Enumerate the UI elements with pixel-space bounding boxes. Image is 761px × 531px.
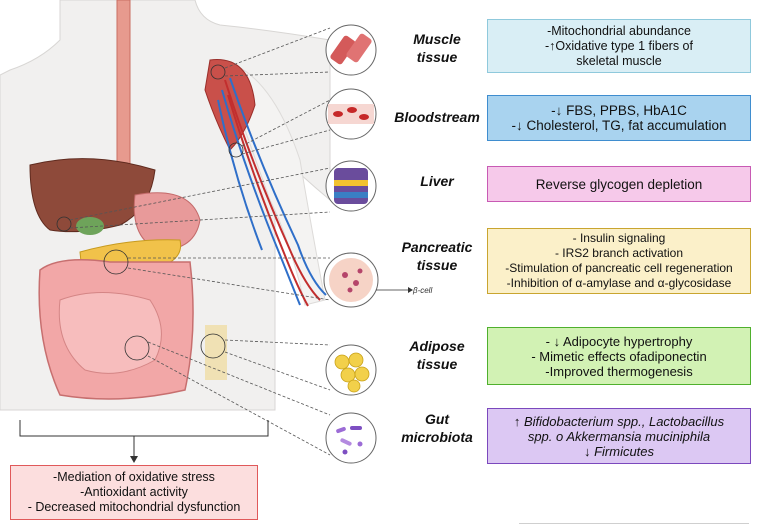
adipose-effects-box: - ↓ Adipocyte hypertrophy - Mimetic effe… <box>487 327 751 385</box>
small-intestine <box>58 292 162 374</box>
bracket <box>19 420 269 437</box>
gut-microbiota-icon <box>325 412 377 464</box>
beta-cell-label: β-cell <box>413 286 433 295</box>
adipose-marker <box>200 333 226 359</box>
label-bloodstream: Bloodstream <box>394 109 480 125</box>
pancreas-marker <box>103 249 129 275</box>
adipose-patch <box>205 325 227 380</box>
label-liver: Liver <box>420 173 454 189</box>
pancreatic-effects-box: - Insulin signaling - IRS2 branch activa… <box>487 228 751 294</box>
label-pancreatic-tissue: Pancreatic tissue <box>401 239 473 273</box>
liver <box>29 158 156 233</box>
liver-tissue-icon <box>325 160 377 212</box>
label-muscle-tissue: Muscle tissue <box>413 31 461 65</box>
gut-marker <box>124 335 150 361</box>
pancreatic-tissue-icon <box>323 252 379 308</box>
bloodstream-effects-box: -↓ FBS, PPBS, HbA1C -↓ Cholesterol, TG, … <box>487 95 751 141</box>
divider <box>519 523 749 524</box>
gallbladder <box>76 217 104 235</box>
blood-marker <box>228 142 244 158</box>
label-adipose-tissue: Adipose tissue <box>409 338 465 372</box>
systemic-effects-box: -Mediation of oxidative stress -Antioxid… <box>10 465 258 520</box>
muscle-marker <box>210 64 226 80</box>
blood-vessels <box>217 77 327 307</box>
dashed-connectors <box>69 27 331 456</box>
label-gut-microbiota: Gut microbiota <box>401 411 473 445</box>
liver-effects-box: Reverse glycogen depletion <box>487 166 751 202</box>
stomach <box>133 192 201 251</box>
blood-vessel-icon <box>325 88 377 140</box>
gut-microbiota-effects-box: ↑ Bifidobacterium spp., Lactobacillus sp… <box>487 408 751 464</box>
muscle-icon <box>325 24 377 76</box>
adipose-tissue-icon <box>325 344 377 396</box>
muscle-effects-box: -Mitochondrial abundance -↑Oxidative typ… <box>487 19 751 73</box>
liver-marker <box>56 216 72 232</box>
